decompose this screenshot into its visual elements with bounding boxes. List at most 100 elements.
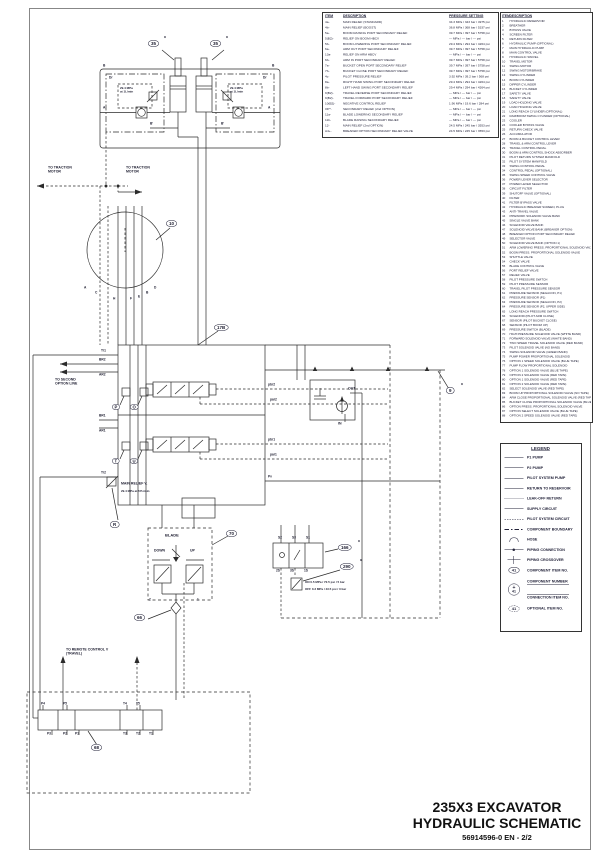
sheet-title-line1: 235X3 EXCAVATOR	[432, 799, 562, 815]
legend-label: RETURN TO RESERVOIR	[527, 485, 571, 491]
swivel-port-f: F	[130, 297, 132, 301]
legend-label: PIPING CONNECTION	[527, 547, 565, 552]
hose-symbol	[501, 535, 527, 545]
hbcv-relief-note-left: 29.4 MPa at 1L/min	[120, 87, 134, 94]
legend-label: LEAK-OFF RETURN	[527, 496, 562, 501]
port-label-dr-right: Dr	[263, 76, 267, 80]
port-label-p3: P3	[47, 732, 51, 736]
legend-entry: PILOT SYSTEM CIRCUIT	[501, 514, 580, 524]
callout-o: O	[130, 404, 139, 410]
legend-entry: HOSE	[501, 535, 580, 545]
port-label-bprime-left: B'	[150, 122, 154, 126]
line-solid-symbol	[501, 463, 527, 473]
port-label-p2: P2	[63, 732, 67, 736]
callout-9-star: *	[461, 383, 463, 389]
table-row: 4a-MAIN RELIEF (STANDARD)34.3 MPa / 343 …	[325, 20, 490, 24]
port-label-dr-left: Dr	[109, 76, 113, 80]
second-option-label: TO SECOND OPTION LINE	[55, 378, 78, 386]
legend-entry: PILOT SYSTEM PUMP	[501, 473, 580, 483]
col-description: DESCRIPTION	[343, 14, 367, 19]
blade-up-label: UP	[190, 549, 195, 553]
swivel-port-e: E	[138, 295, 141, 299]
traction-motor-label-left: TO TRACTION MOTOR	[48, 166, 72, 174]
port-label-s1: S1	[306, 536, 310, 540]
port-label-p4: P4	[41, 702, 45, 706]
port-label-b-left: B	[103, 64, 106, 68]
swivel-port-d: D	[154, 286, 157, 290]
item-table-header: ITEM DESCRIPTION	[501, 13, 591, 19]
callout-35-left: 35	[148, 40, 160, 47]
port-label-a-right: A	[268, 106, 271, 110]
legend-label: OPTIONAL ITEM NO.	[527, 606, 564, 611]
table-row: 4b-MAIN RELIEF (BOOST)36.8 MPa / 368 bar…	[325, 25, 490, 30]
legend-entry: PIPING CROSSOVER	[501, 555, 580, 565]
line-solid-symbol	[501, 473, 527, 483]
callout-t: T	[112, 458, 120, 464]
callout-166-star: *	[358, 540, 360, 546]
col-pressure-setting: PRESSURE SETTING	[449, 14, 484, 19]
port-label-s2: S2	[278, 536, 282, 540]
callout-70: 70	[226, 530, 238, 537]
table-row: A4+-BREAKER OPTION SECONDARY RELIEF VALV…	[325, 129, 490, 133]
swivel-port-b: B	[146, 291, 149, 295]
port-label-t5: T5	[136, 702, 140, 706]
line-dotted-symbol	[501, 494, 527, 504]
port-label-3s: 3S	[290, 569, 294, 573]
crossover-symbol	[501, 555, 527, 565]
legend-label: SUPPLY CIRCUIT	[527, 506, 558, 511]
col-description: DESCRIPTION	[509, 14, 533, 18]
solenoid-off-setting: OFF 0.3 MPa / 43.5 psi / 3 bar	[305, 588, 347, 591]
port-label-t4: T4	[123, 702, 127, 706]
pressure-table-frame	[322, 12, 499, 138]
port-label-a-left: A	[103, 106, 106, 110]
optional-symbol: 41	[501, 604, 527, 614]
remote-control-label: TO REMOTE CONTROL V (TRAVEL)	[66, 648, 109, 656]
callout-17b: 17B	[214, 324, 229, 331]
port-label-p1: P1	[75, 732, 79, 736]
legend-entry: PIPING CONNECTION	[501, 545, 580, 555]
